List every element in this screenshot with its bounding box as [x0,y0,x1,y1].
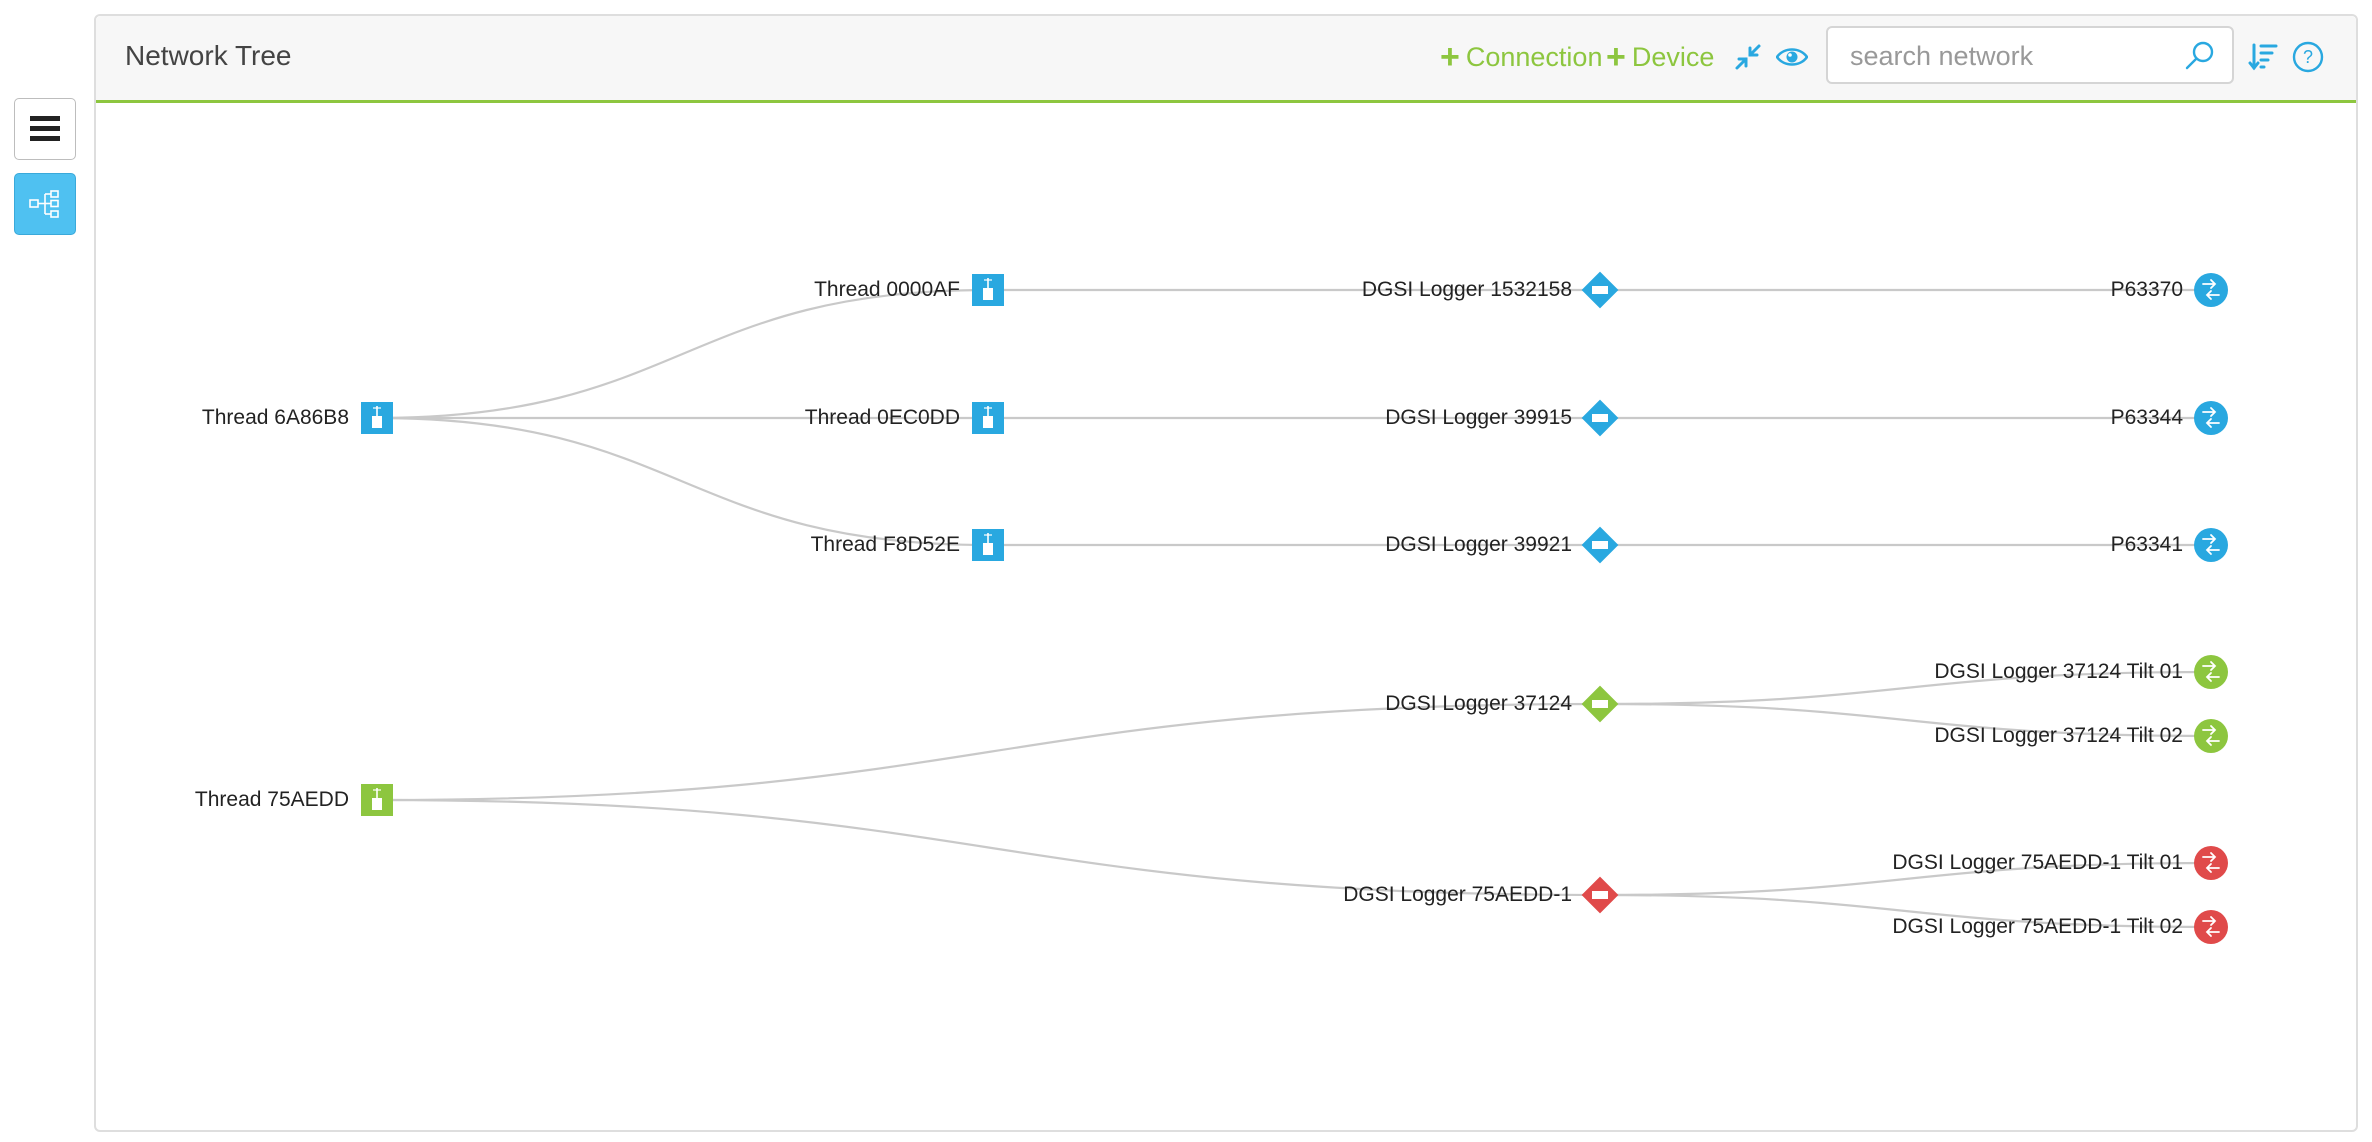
tree-link [376,798,1601,897]
logger-node-icon[interactable] [1581,685,1619,723]
thread-node-label[interactable]: Thread 0EC0DD [804,406,960,429]
view-button[interactable] [1776,38,1808,76]
logger-node-icon[interactable] [1581,526,1619,564]
tree-icon [29,190,59,218]
eye-icon [1776,48,1808,66]
collapse-icon [1735,44,1761,70]
sensor-node-icon[interactable] [2194,273,2228,307]
tree-link [376,288,989,420]
logger-node-icon[interactable] [1581,399,1619,437]
plus-icon: + [1440,38,1460,76]
search-button[interactable] [2184,40,2216,77]
logger-node-label[interactable]: DGSI Logger 37124 [1385,692,1572,715]
sensor-node-icon[interactable] [2194,846,2228,880]
tree-link [1599,861,2212,897]
sensor-node-icon[interactable] [2194,719,2228,753]
logger-node-label[interactable]: DGSI Logger 75AEDD-1 [1343,883,1572,906]
search-input[interactable] [1848,36,2172,76]
add-device-label: Device [1631,41,1715,72]
tree-link [1599,702,2212,738]
tree-link [376,416,989,547]
thread-node-icon[interactable] [972,274,1004,306]
sensor-node-label[interactable]: DGSI Logger 75AEDD-1 Tilt 01 [1892,851,2183,874]
tree-link [376,702,1601,802]
sensor-node-label[interactable]: DGSI Logger 37124 Tilt 01 [1934,660,2183,683]
thread-node-label[interactable]: Thread 6A86B8 [201,406,349,429]
sensor-node-icon[interactable] [2194,910,2228,944]
thread-node-label[interactable]: Thread 0000AF [814,278,960,301]
add-device-button[interactable]: + Device [1606,38,1714,76]
logger-node-label[interactable]: DGSI Logger 39921 [1385,533,1572,556]
help-button[interactable]: ? [2292,38,2324,76]
add-connection-label: Connection [1465,41,1603,72]
search-icon [2185,41,2214,70]
add-connection-button[interactable]: + Connection [1440,38,1602,76]
thread-node-label[interactable]: Thread 75AEDD [194,788,349,811]
help-icon: ? [2292,41,2324,73]
list-view-button[interactable] [14,98,76,160]
sensor-node-label[interactable]: P63341 [2110,533,2183,556]
sensor-node-label[interactable]: P63370 [2110,278,2183,301]
tree-view-button[interactable] [14,173,76,235]
search-box [1826,26,2234,84]
sensor-node-icon[interactable] [2194,401,2228,435]
thread-node-icon[interactable] [972,529,1004,561]
collapse-button[interactable] [1734,38,1762,76]
network-tree-panel: Network Tree + Connection + Device [94,14,2358,1132]
svg-text:?: ? [2303,47,2313,67]
plus-icon: + [1606,38,1626,76]
logger-node-icon[interactable] [1581,876,1619,914]
sensor-node-label[interactable]: P63344 [2110,406,2183,429]
logger-node-label[interactable]: DGSI Logger 1532158 [1361,278,1572,301]
tree-link [1599,893,2212,929]
thread-node-icon[interactable] [361,784,393,816]
panel-header: Network Tree + Connection + Device [96,16,2356,103]
sort-button[interactable] [2248,38,2278,76]
sensor-node-icon[interactable] [2194,528,2228,562]
thread-node-label[interactable]: Thread F8D52E [810,533,960,556]
sensor-node-icon[interactable] [2194,655,2228,689]
logger-node-label[interactable]: DGSI Logger 39915 [1385,406,1572,429]
tree-link [1599,670,2212,706]
sensor-node-label[interactable]: DGSI Logger 75AEDD-1 Tilt 02 [1892,915,2183,938]
list-icon [30,116,60,141]
logger-node-icon[interactable] [1581,271,1619,309]
sensor-node-label[interactable]: DGSI Logger 37124 Tilt 02 [1934,724,2183,747]
panel-title: Network Tree [125,40,292,71]
sort-icon [2248,43,2278,71]
thread-node-icon[interactable] [972,402,1004,434]
thread-node-icon[interactable] [361,402,393,434]
